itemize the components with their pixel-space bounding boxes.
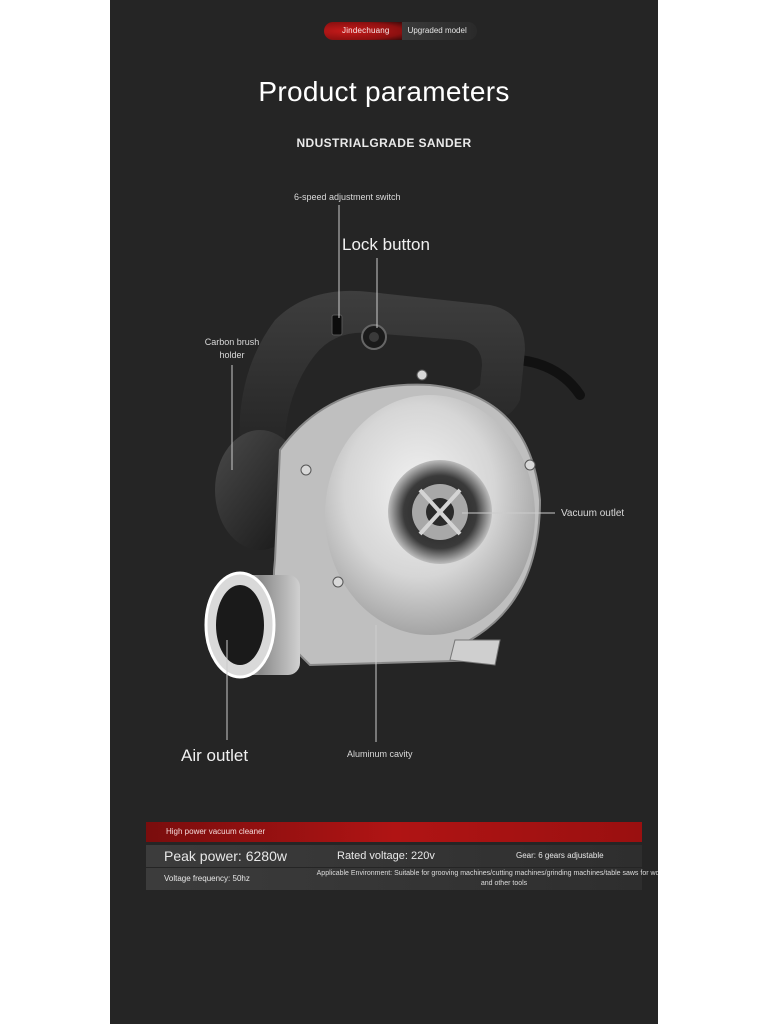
spec-row: Voltage frequency: 50hz Applicable Envir… [146,868,658,890]
callout-vacuum-outlet: Vacuum outlet [561,508,625,519]
screw [300,464,312,476]
callout-aluminum-cavity: Aluminum cavity [347,749,413,759]
brand-name: Jindechuang [324,22,402,40]
callout-speed-switch: 6-speed adjustment switch [294,192,401,202]
vacuum-port-vanes [418,488,462,536]
spec-rated-voltage: Rated voltage: 220v [337,850,435,862]
callout-carbon-brush-holder: Carbon brush holder [196,337,268,360]
screw [524,459,536,471]
lock-button-center [369,332,379,342]
spec-row: Peak power: 6280w Rated voltage: 220v Ge… [146,845,642,867]
callout-lock-button: Lock button [342,235,430,254]
screw [332,576,344,588]
page-title: Product parameters [258,76,510,107]
callout-air-outlet: Air outlet [181,746,249,765]
brand-tag: Upgraded model [401,22,477,40]
air-outlet-opening [216,585,264,665]
spec-gear: Gear: 6 gears adjustable [516,851,604,860]
page-subtitle: NDUSTRIALGRADE SANDER [296,136,472,150]
spec-voltage-frequency: Voltage frequency: 50hz [164,874,250,883]
power-cord [515,355,585,400]
spec-header-band: High power vacuum cleaner [146,822,642,842]
callout-carbon-brush-line2: holder [219,350,245,360]
product-parameters-page: Jindechuang Upgraded model Product param… [110,0,658,1024]
screw [416,369,428,381]
spec-applicable-environment: Applicable Environment: Suitable for gro… [316,870,658,887]
spec-header-label: High power vacuum cleaner [166,827,266,836]
spec-peak-power: Peak power: 6280w [164,848,287,864]
blower-product-illustration [204,205,585,742]
handle-opening [284,332,482,490]
speed-switch [331,314,343,336]
brand-badge: Jindechuang Upgraded model [324,22,477,40]
housing-foot [449,639,501,666]
callout-carbon-brush-line1: Carbon brush [204,337,260,347]
